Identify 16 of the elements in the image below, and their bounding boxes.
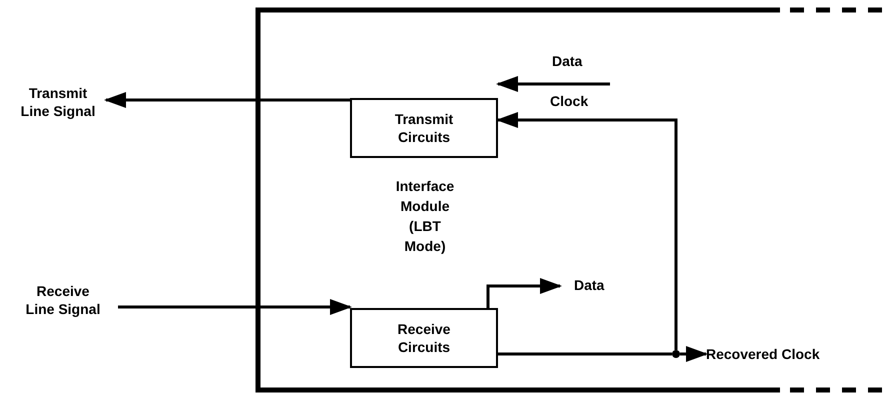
arrow: [104, 92, 350, 108]
signal-label: Receive Line Signal: [24, 282, 102, 318]
junction-dot: [672, 350, 680, 358]
arrow: [118, 299, 352, 315]
circuit-label: Receive Circuits: [396, 320, 452, 356]
circuit-box: [350, 308, 498, 368]
signal-label: Recovered Clock: [706, 345, 820, 363]
arrow: [496, 112, 678, 350]
module-label: Interface Module (LBT Mode): [394, 177, 456, 256]
circuit-label: Transmit Circuits: [394, 110, 454, 146]
connector-line: [498, 352, 672, 356]
signal-label: Transmit Line Signal: [20, 84, 96, 120]
circuit-box: [350, 98, 498, 158]
arrow: [486, 278, 562, 308]
arrow: [680, 346, 708, 362]
arrow: [496, 76, 610, 92]
